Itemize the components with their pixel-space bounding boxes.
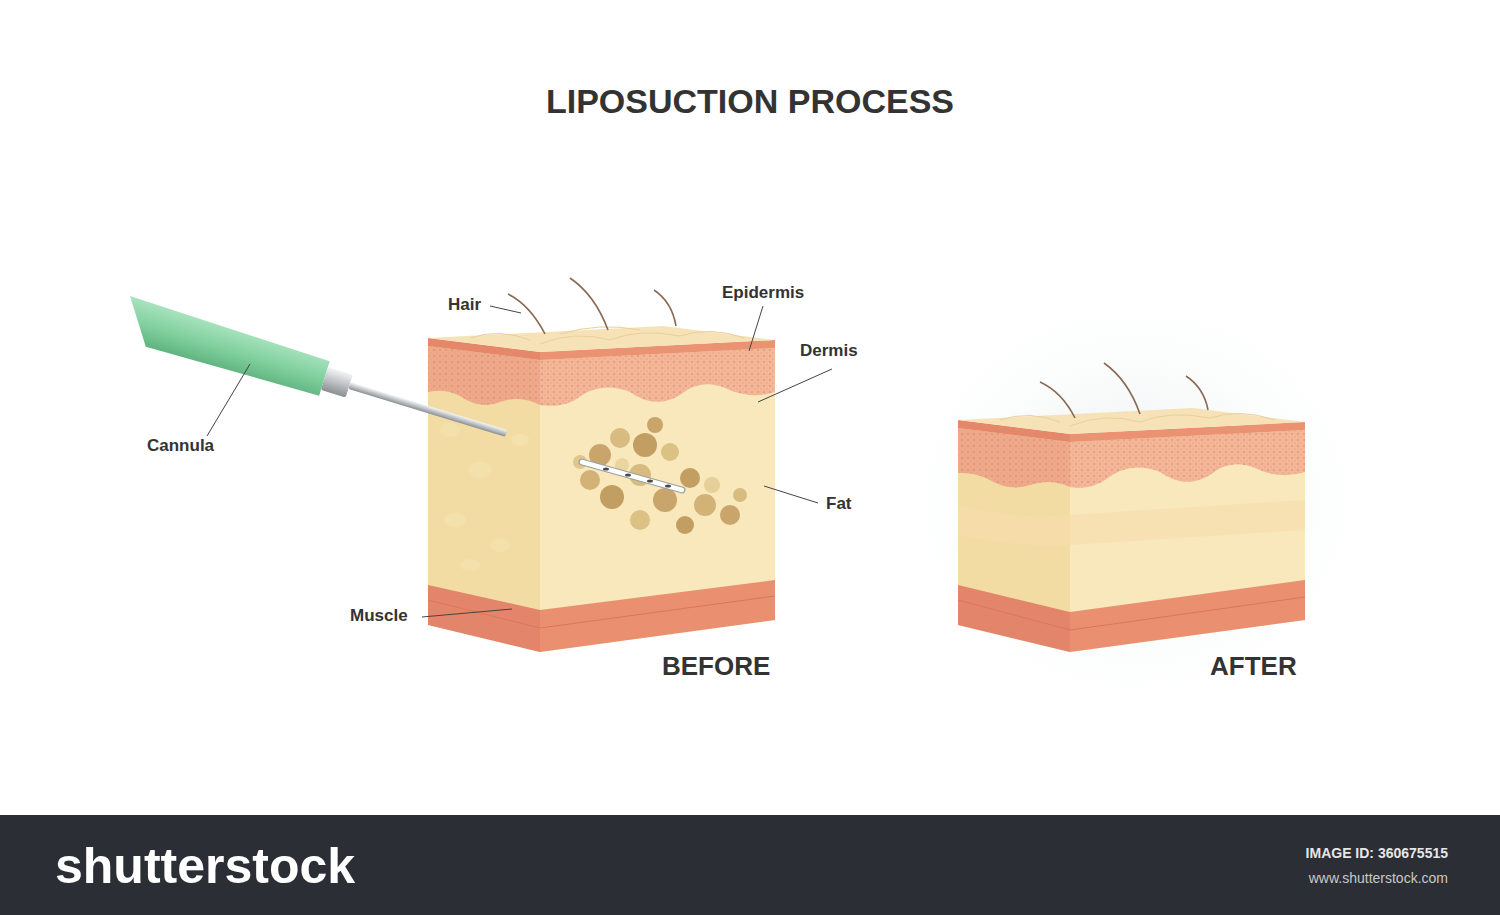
cannula-instrument: [117, 296, 512, 455]
watermark-url: www.shutterstock.com: [1309, 870, 1448, 886]
part-label: Hair: [448, 295, 481, 315]
part-label: Dermis: [800, 341, 858, 361]
footer-bar: [0, 815, 1500, 915]
part-label: Cannula: [147, 436, 214, 456]
skin-block-before: [428, 278, 775, 652]
stage-label: AFTER: [1210, 652, 1297, 682]
image-id: IMAGE ID: 360675515: [1306, 845, 1448, 861]
stage-label: BEFORE: [662, 652, 770, 682]
background-glow: [875, 270, 1395, 730]
watermark-logo: shutterstock: [55, 838, 355, 896]
diagram-title: LIPOSUCTION PROCESS: [546, 82, 954, 121]
part-label: Muscle: [350, 606, 408, 626]
skin-block-after: [958, 363, 1305, 652]
leader-lines: [207, 306, 832, 617]
part-label: Epidermis: [722, 283, 804, 303]
part-label: Fat: [826, 494, 852, 514]
